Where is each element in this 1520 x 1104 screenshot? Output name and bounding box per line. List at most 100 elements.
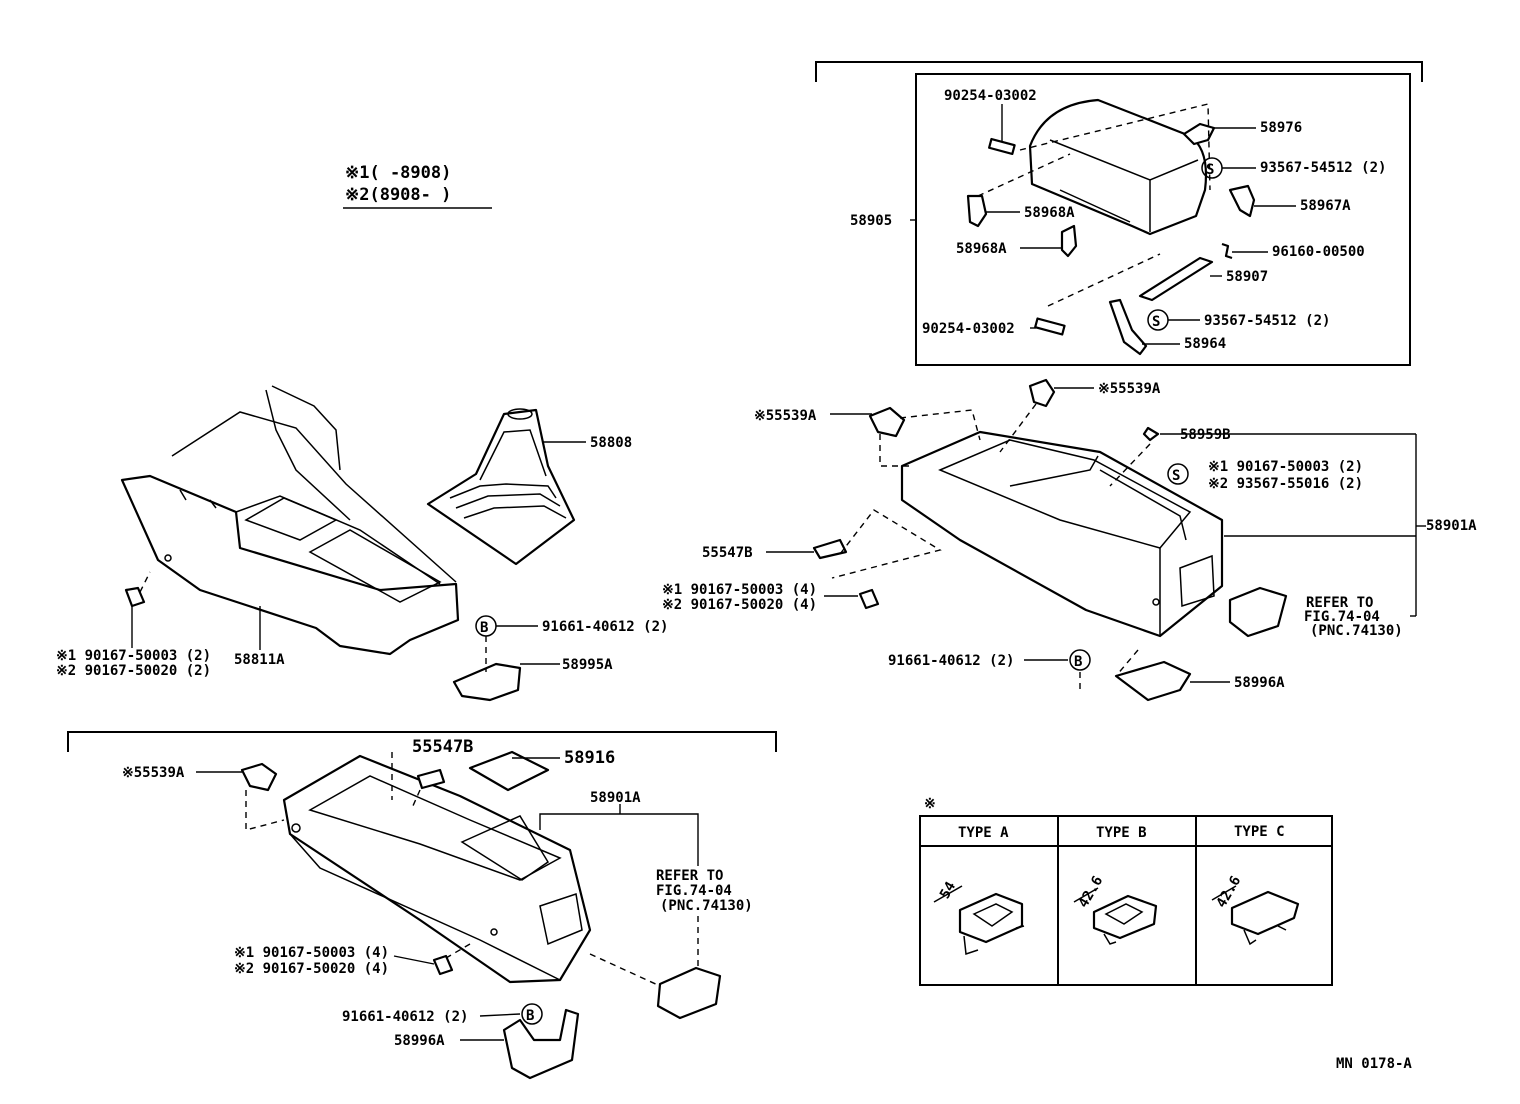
clip-55539A-a [868,406,906,438]
label-90167-50020-four-bottom: ※2 90167-50020 (4) [234,961,389,977]
type-b-dimension: 42.6 [1076,873,1107,910]
b-symbol-right-text: B [1074,654,1082,670]
label-91661-40612-right: 91661-40612 (2) [888,653,1014,669]
clip-58976 [1182,122,1216,146]
clip-55547B-right [812,538,848,560]
label-55547B-right: 55547B [702,545,753,561]
pin-90254-bottom [1034,317,1066,336]
types-table [919,815,1333,986]
label-58976: 58976 [1260,120,1302,136]
hinge-58967A [1228,184,1256,218]
diagram-code: MN 0178-A [1336,1056,1412,1072]
label-91661-40612-middle: 91661-40612 (2) [542,619,668,635]
type-c-header: TYPE C [1234,824,1285,840]
label-refer-bottom-3: (PNC.74130) [660,898,753,914]
label-90167-50003-left: ※1 90167-50003 (2) [56,648,211,664]
clip-55547B-bottom [416,768,446,790]
label-58901A-bottom: 58901A [590,790,641,806]
label-58967A: 58967A [1300,198,1351,214]
pad-58916 [468,750,550,792]
label-58916: 58916 [564,748,615,768]
console-box-right [900,430,1224,638]
type-a-dimension: 54 [937,879,959,902]
label-58901A-right: 58901A [1426,518,1477,534]
s-symbol-bottom-text: S [1152,314,1160,330]
b-symbol-middle-text: B [480,620,488,636]
label-93567-54512-top: 93567-54512 (2) [1260,160,1386,176]
label-90167-50003-four-right: ※1 90167-50003 (4) [662,582,817,598]
legend-line-2: ※2(8908- ) [345,185,451,205]
label-refer-bottom-2: FIG.74-04 [656,883,732,899]
latch-58907 [1138,256,1214,302]
s-symbol-top-text: S [1206,162,1214,178]
type-b-drawing [1073,887,1158,945]
hinge-58968A-a [966,194,988,228]
types-table-mark: ※ [924,796,936,812]
label-refer-right-1: REFER TO [1306,595,1373,611]
label-55539A-a: ※55539A [754,408,817,424]
label-58811A: 58811A [234,652,285,668]
b-symbol-bottom [521,1003,543,1025]
screw-bottom [432,954,454,976]
group-bracket-top [815,61,1423,82]
bracket-58995A [452,662,522,702]
right-console-leaders [766,387,1426,690]
label-refer-bottom-1: REFER TO [656,868,723,884]
label-58996A-right: 58996A [1234,675,1285,691]
b-symbol-bottom-text: B [526,1008,534,1024]
label-58968A-b: 58968A [956,241,1007,257]
clip-58959B [1142,426,1160,442]
bracket-58996A-bottom [502,1008,580,1080]
spring-96160 [1221,242,1233,260]
pin-90254-top [988,137,1016,156]
legend-line-1: ※1( -8908) [345,163,451,183]
group-bracket-bottom [67,731,777,752]
label-58995A: 58995A [562,657,613,673]
label-96160-00500: 96160-00500 [1272,244,1365,260]
label-58964: 58964 [1184,336,1226,352]
screw-left [124,586,146,608]
label-93567-55016: ※2 93567-55016 (2) [1208,476,1363,492]
label-90167-50003-four-bottom: ※1 90167-50003 (4) [234,945,389,961]
left-console-leaders [131,441,586,672]
type-b-header: TYPE B [1096,825,1147,841]
console-58811A [120,385,460,656]
screw-right [858,588,880,610]
type-c-drawing [1211,885,1300,946]
clip-55539A-b [1028,378,1056,408]
clip-55539A-c [240,762,278,792]
label-refer-right-2: FIG.74-04 [1304,609,1380,625]
label-refer-right-3: (PNC.74130) [1310,623,1403,639]
console-box-bottom [282,754,592,984]
label-58907: 58907 [1226,269,1268,285]
s-symbol-console-text: S [1172,468,1180,484]
switch-hole-cover-right [1228,586,1288,638]
label-55539A-b: ※55539A [1098,381,1161,397]
label-90254-03002-bottom: 90254-03002 [922,321,1015,337]
label-93567-54512-bottom: 93567-54512 (2) [1204,313,1330,329]
label-90167-50020-left: ※2 90167-50020 (2) [56,663,211,679]
lever-58964 [1108,298,1148,356]
switch-hole-cover-bottom [656,966,722,1020]
label-55539A-c: ※55539A [122,765,185,781]
bracket-58996A-right [1114,660,1192,702]
type-a-drawing [933,885,1025,956]
type-a-header: TYPE A [958,825,1009,841]
label-58959B: 58959B [1180,427,1231,443]
s-symbol-console [1167,463,1189,485]
label-91661-40612-bottom: 91661-40612 (2) [342,1009,468,1025]
label-58905: 58905 [850,213,892,229]
label-90167-50003-console: ※1 90167-50003 (2) [1208,459,1363,475]
label-90167-50020-four-right: ※2 90167-50020 (4) [662,597,817,613]
hinge-58968A-b [1060,224,1078,258]
shift-boot-58808 [426,408,576,566]
bottom-console-leaders [196,752,699,1041]
label-58996A-bottom: 58996A [394,1033,445,1049]
label-58808: 58808 [590,435,632,451]
b-symbol-right [1069,649,1091,671]
label-58968A-a: 58968A [1024,205,1075,221]
label-55547B-bottom: 55547B [412,737,473,757]
armrest-leaders [910,103,1296,345]
label-90254-03002-top: 90254-03002 [944,88,1037,104]
